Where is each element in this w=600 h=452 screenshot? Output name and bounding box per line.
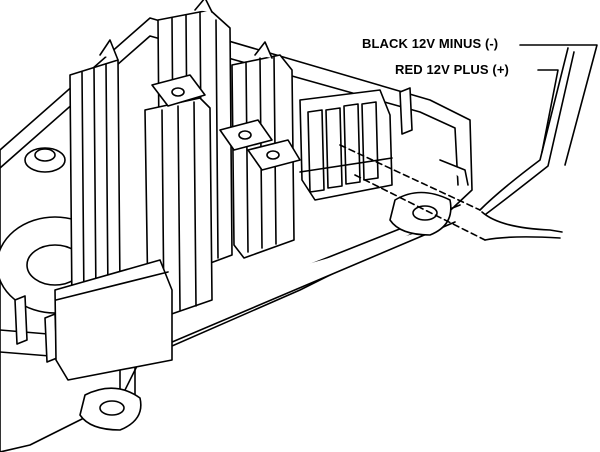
wire-black xyxy=(339,47,575,215)
terminal-block xyxy=(299,89,393,201)
clamp-middle xyxy=(219,119,273,151)
mounting-ear-top-left xyxy=(24,147,66,173)
mounting-ear-bottom xyxy=(79,387,142,431)
relay-block xyxy=(54,259,173,381)
red-wire-label: RED 12V PLUS (+) xyxy=(395,62,509,77)
black-wire-label: BLACK 12V MINUS (-) xyxy=(362,36,499,51)
wire-red xyxy=(354,174,563,241)
clamp-top xyxy=(151,74,206,107)
mounting-ear-right xyxy=(389,191,452,236)
spade-terminal-top xyxy=(399,87,413,135)
heat-sink-left xyxy=(69,39,121,311)
leader-line-black xyxy=(519,44,598,166)
clamp-lower xyxy=(247,139,301,171)
leader-line-red xyxy=(537,69,559,153)
